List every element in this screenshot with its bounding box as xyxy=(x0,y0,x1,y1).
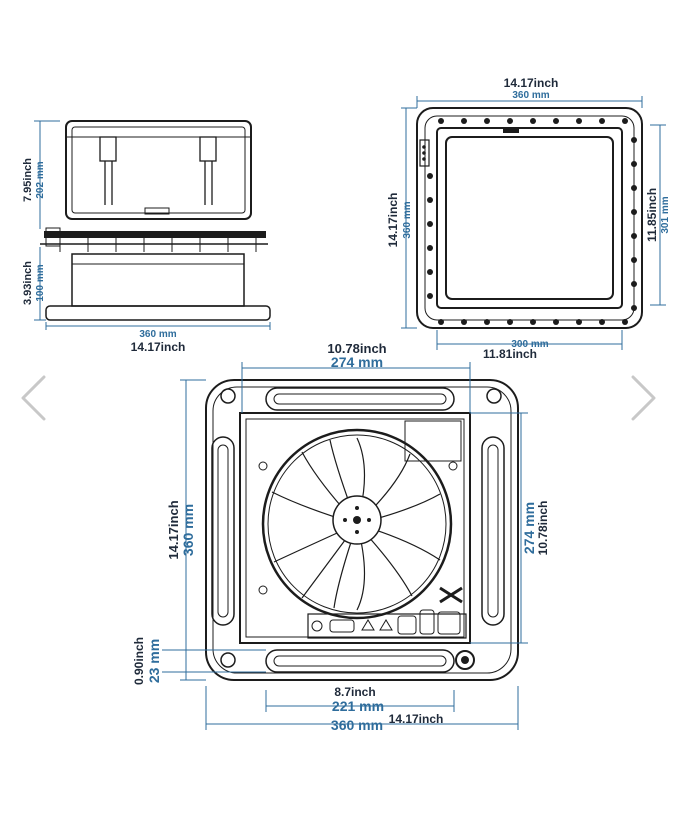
bottom-overall-inch: 14.17inch xyxy=(389,712,444,726)
top-inner-height-mm: 301 mm xyxy=(660,196,671,233)
next-image-button[interactable] xyxy=(626,372,662,422)
chevron-left-icon xyxy=(21,375,46,421)
side-height-bottom-mm: 100 mm xyxy=(35,264,46,301)
top-width-mm: 360 mm xyxy=(512,90,549,101)
bottom-view xyxy=(162,362,528,730)
side-width-mm: 360 mm xyxy=(139,329,176,340)
top-inner-height-inch: 11.85inch xyxy=(645,188,659,242)
bottom-right-mm: 274 mm xyxy=(521,502,537,554)
top-inner-width-mm: 300 mm xyxy=(511,339,548,350)
top-view xyxy=(401,96,666,350)
top-inner-width-inch: 11.81inch xyxy=(483,347,537,361)
bottom-left-mm: 360 mm xyxy=(180,504,196,556)
top-width-inch: 14.17inch xyxy=(504,76,559,90)
bottom-top-mm: 274 mm xyxy=(331,354,383,370)
top-height-mm: 360 mm xyxy=(402,201,413,238)
side-width-inch: 14.17inch xyxy=(131,340,186,354)
bottom-right-inch: 10.78inch xyxy=(536,501,550,556)
bottom-offset-inch: 0.90inch xyxy=(132,637,146,685)
top-height-inch: 14.17inch xyxy=(386,193,400,248)
side-height-top-mm: 202 mm xyxy=(35,161,46,198)
side-view xyxy=(34,120,271,330)
bottom-overall-mm: 360 mm xyxy=(331,717,383,733)
prev-image-button[interactable] xyxy=(14,372,50,422)
bottom-slot-mm: 221 mm xyxy=(332,698,384,714)
side-height-top-inch: 7.95inch xyxy=(22,158,34,202)
chevron-right-icon xyxy=(631,375,656,421)
side-height-bottom-inch: 3.93inch xyxy=(22,261,34,305)
bottom-slot-inch: 8.7inch xyxy=(334,685,375,699)
bottom-left-inch: 14.17inch xyxy=(166,500,181,559)
bottom-top-inch: 10.78inch xyxy=(327,341,386,356)
bottom-offset-mm: 23 mm xyxy=(146,639,162,683)
